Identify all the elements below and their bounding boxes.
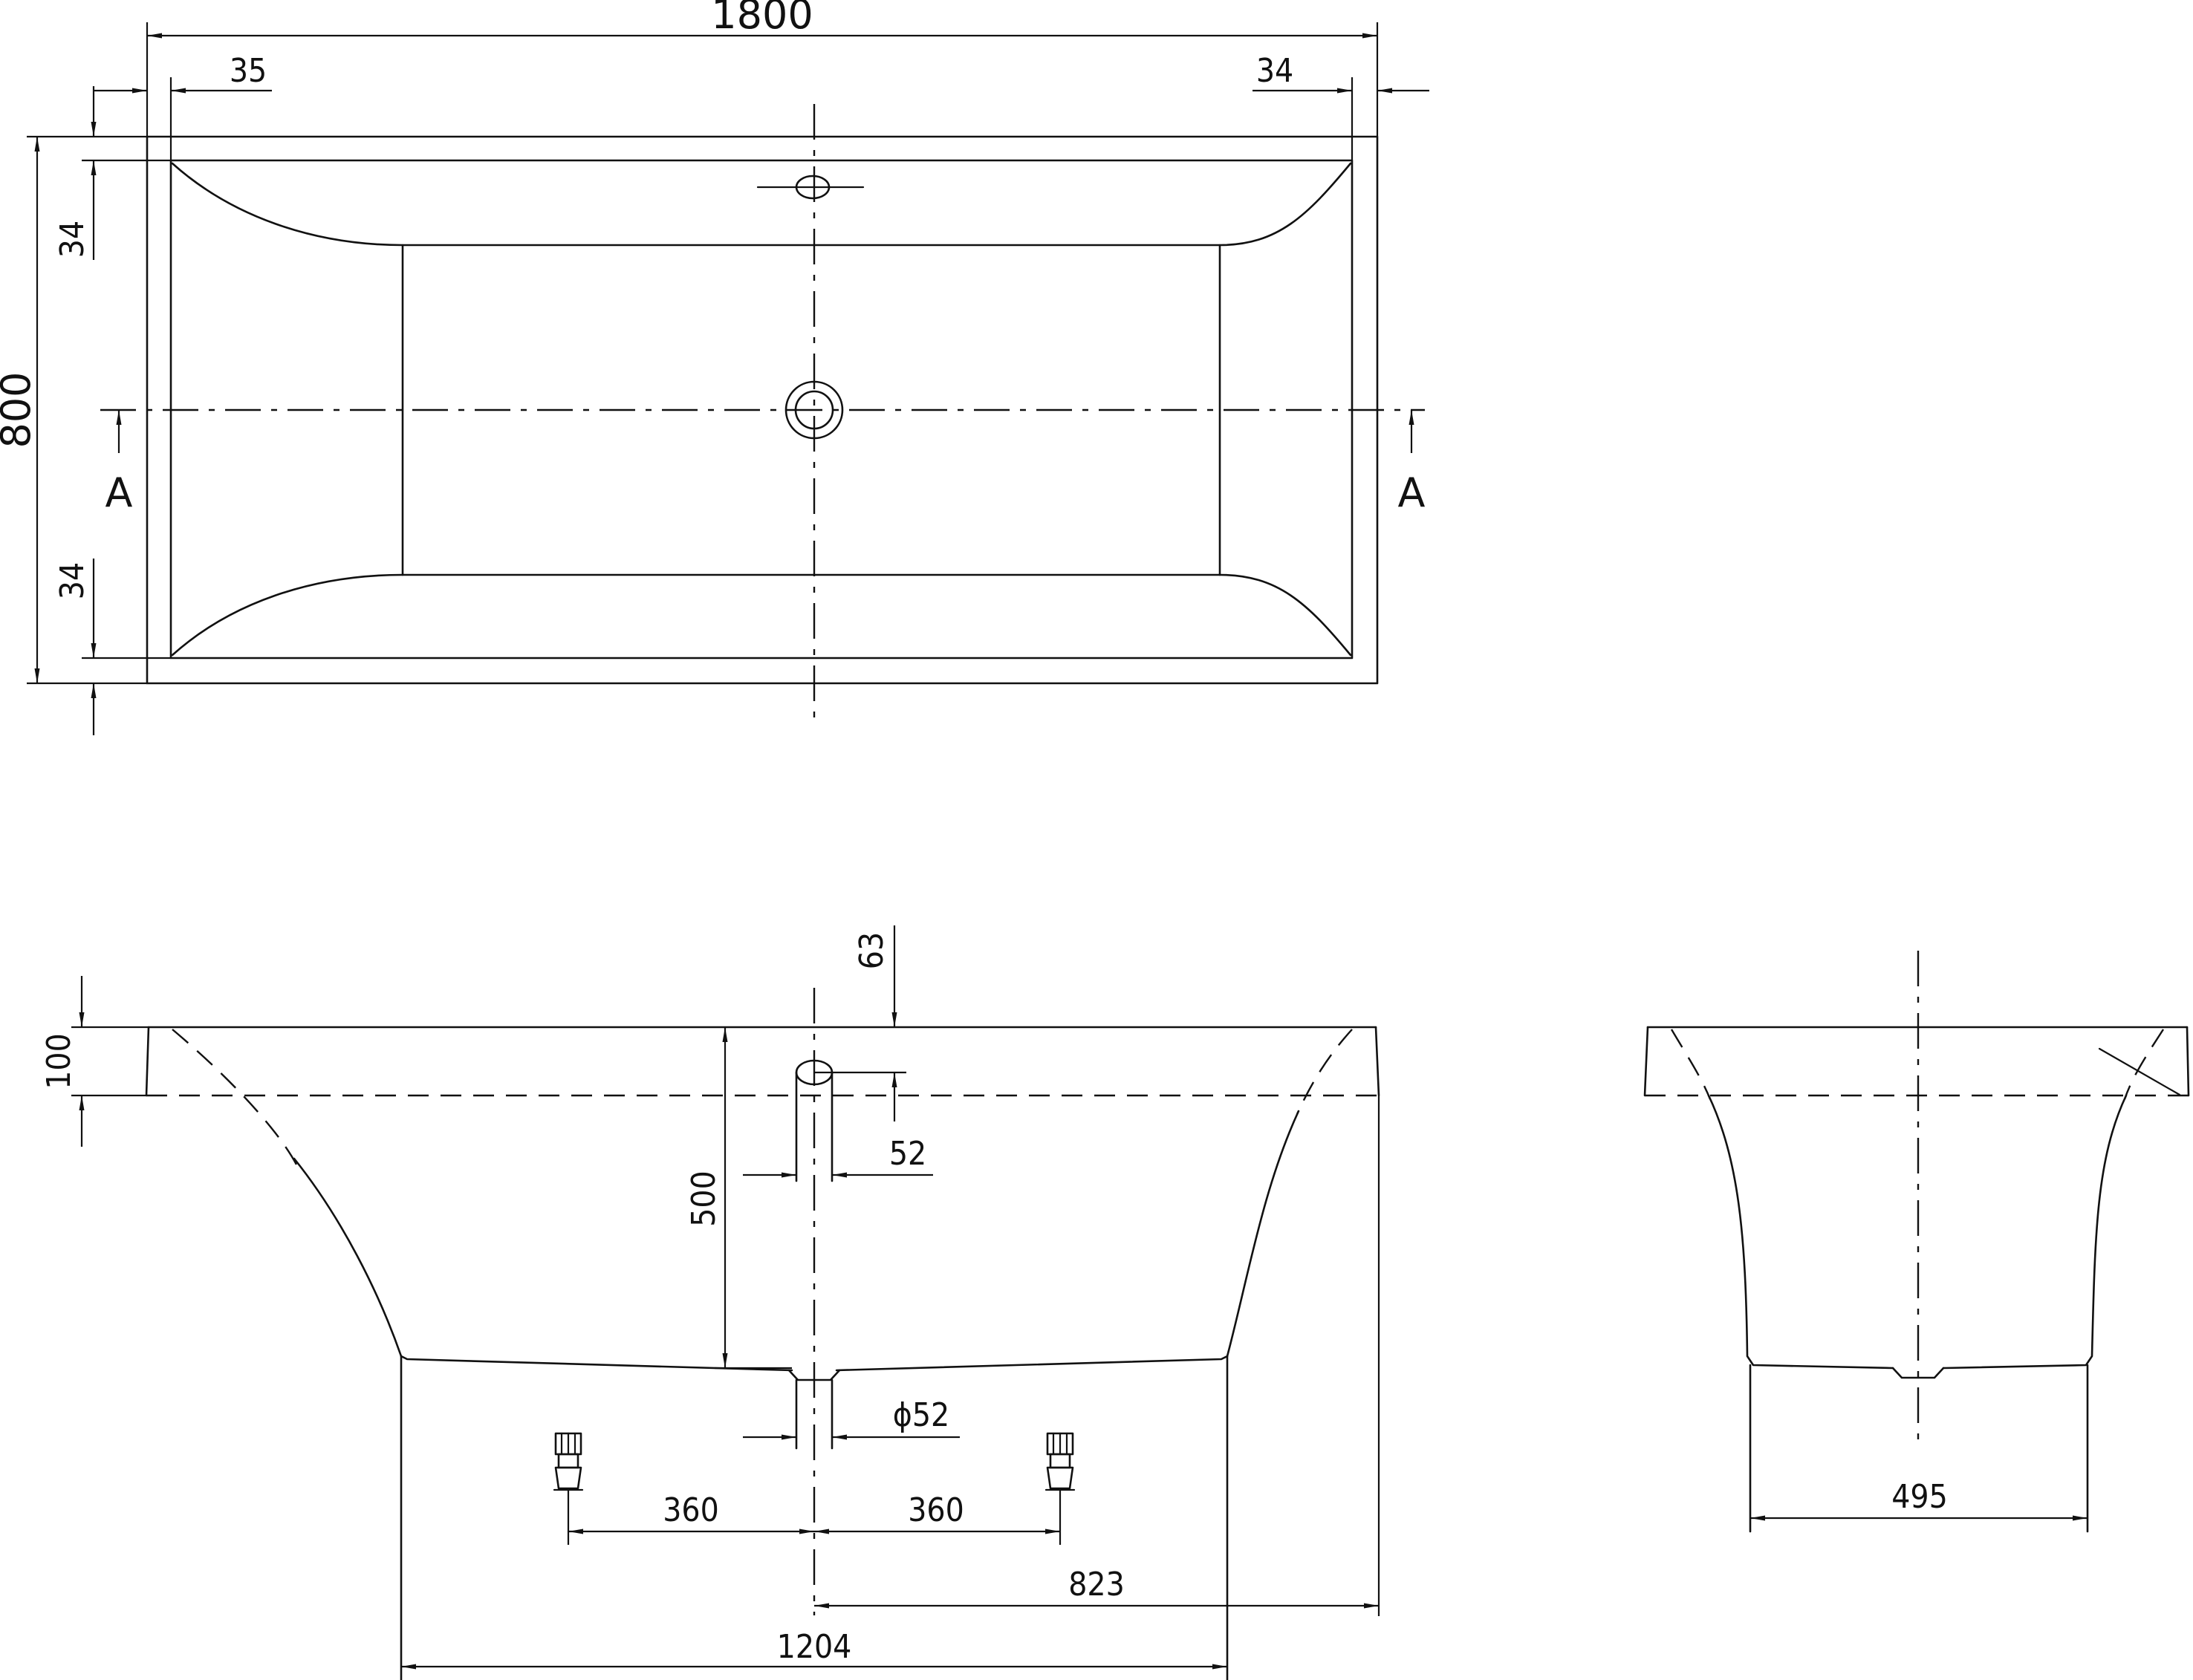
dim-width-label: 800 (0, 371, 39, 448)
end-waste-fitting (1891, 1367, 1945, 1379)
dim-end-base-width-label: 495 (1891, 1478, 1948, 1516)
end-rim-section-mark (2098, 1047, 2181, 1096)
outer-wall-right (1226, 1110, 1300, 1358)
tub-bottom-right (835, 1355, 1229, 1372)
inner-wall-left-hidden (172, 1029, 299, 1167)
dim-overflow-diameter-label: 52 (889, 1135, 926, 1173)
dim-waste-to-end-label: 823 (1068, 1566, 1125, 1604)
dim-rim-right-label: 34 (1256, 52, 1293, 90)
dim-overflow-offset-label: 63 (853, 932, 891, 969)
tub-bottom-left (400, 1355, 793, 1372)
end-inner-wall-left-hidden (1670, 1029, 1712, 1100)
basin-curve-bottom-right (1218, 573, 1352, 657)
dim-rim-left-label: 35 (230, 52, 267, 90)
dim-base-length-label: 1204 (777, 1628, 852, 1666)
dim-depth-label: 500 (685, 1171, 723, 1227)
rim-left-end (145, 1026, 150, 1097)
drain-inner-ring (794, 390, 834, 430)
dim-rim-top-label: 34 (53, 221, 91, 258)
inner-wall-right-hidden (1296, 1029, 1353, 1115)
dim-waste-diameter-label: ϕ52 (893, 1396, 949, 1434)
dim-feet-right-label: 360 (908, 1491, 964, 1529)
end-rim-right (2186, 1026, 2190, 1097)
rim-right-end (1374, 1026, 1380, 1097)
dim-rim-bottom-label: 34 (53, 562, 91, 599)
drain-outer-ring (784, 380, 844, 440)
basin-curve-top-right (1218, 162, 1352, 247)
basin-curve-top-left (171, 162, 404, 247)
section-marker-right-label: A (1398, 469, 1426, 516)
end-inner-wall-right-hidden (2123, 1029, 2165, 1100)
end-view: 495 (1643, 951, 2190, 1533)
plan-view: 1800 35 34 800 34 34 A A (0, 0, 1429, 735)
adjustable-foot-right (1044, 1432, 1076, 1491)
dim-length-label: 1800 (711, 0, 813, 38)
section-view: 100 63 52 500 ϕ52 360 360 823 1204 (40, 925, 1380, 1680)
basin-curve-bottom-left (171, 573, 404, 657)
section-marker-left-label: A (105, 469, 133, 516)
end-outer-wall-left (1707, 1094, 1894, 1370)
adjustable-foot-left (553, 1432, 584, 1491)
outer-wall-left (293, 1157, 403, 1358)
end-rim-left (1643, 1026, 1649, 1097)
end-outer-wall-right (1942, 1094, 2128, 1370)
tub-floor (401, 244, 1221, 576)
dim-rim-height-label: 100 (40, 1033, 78, 1090)
dim-feet-left-label: 360 (663, 1491, 719, 1529)
